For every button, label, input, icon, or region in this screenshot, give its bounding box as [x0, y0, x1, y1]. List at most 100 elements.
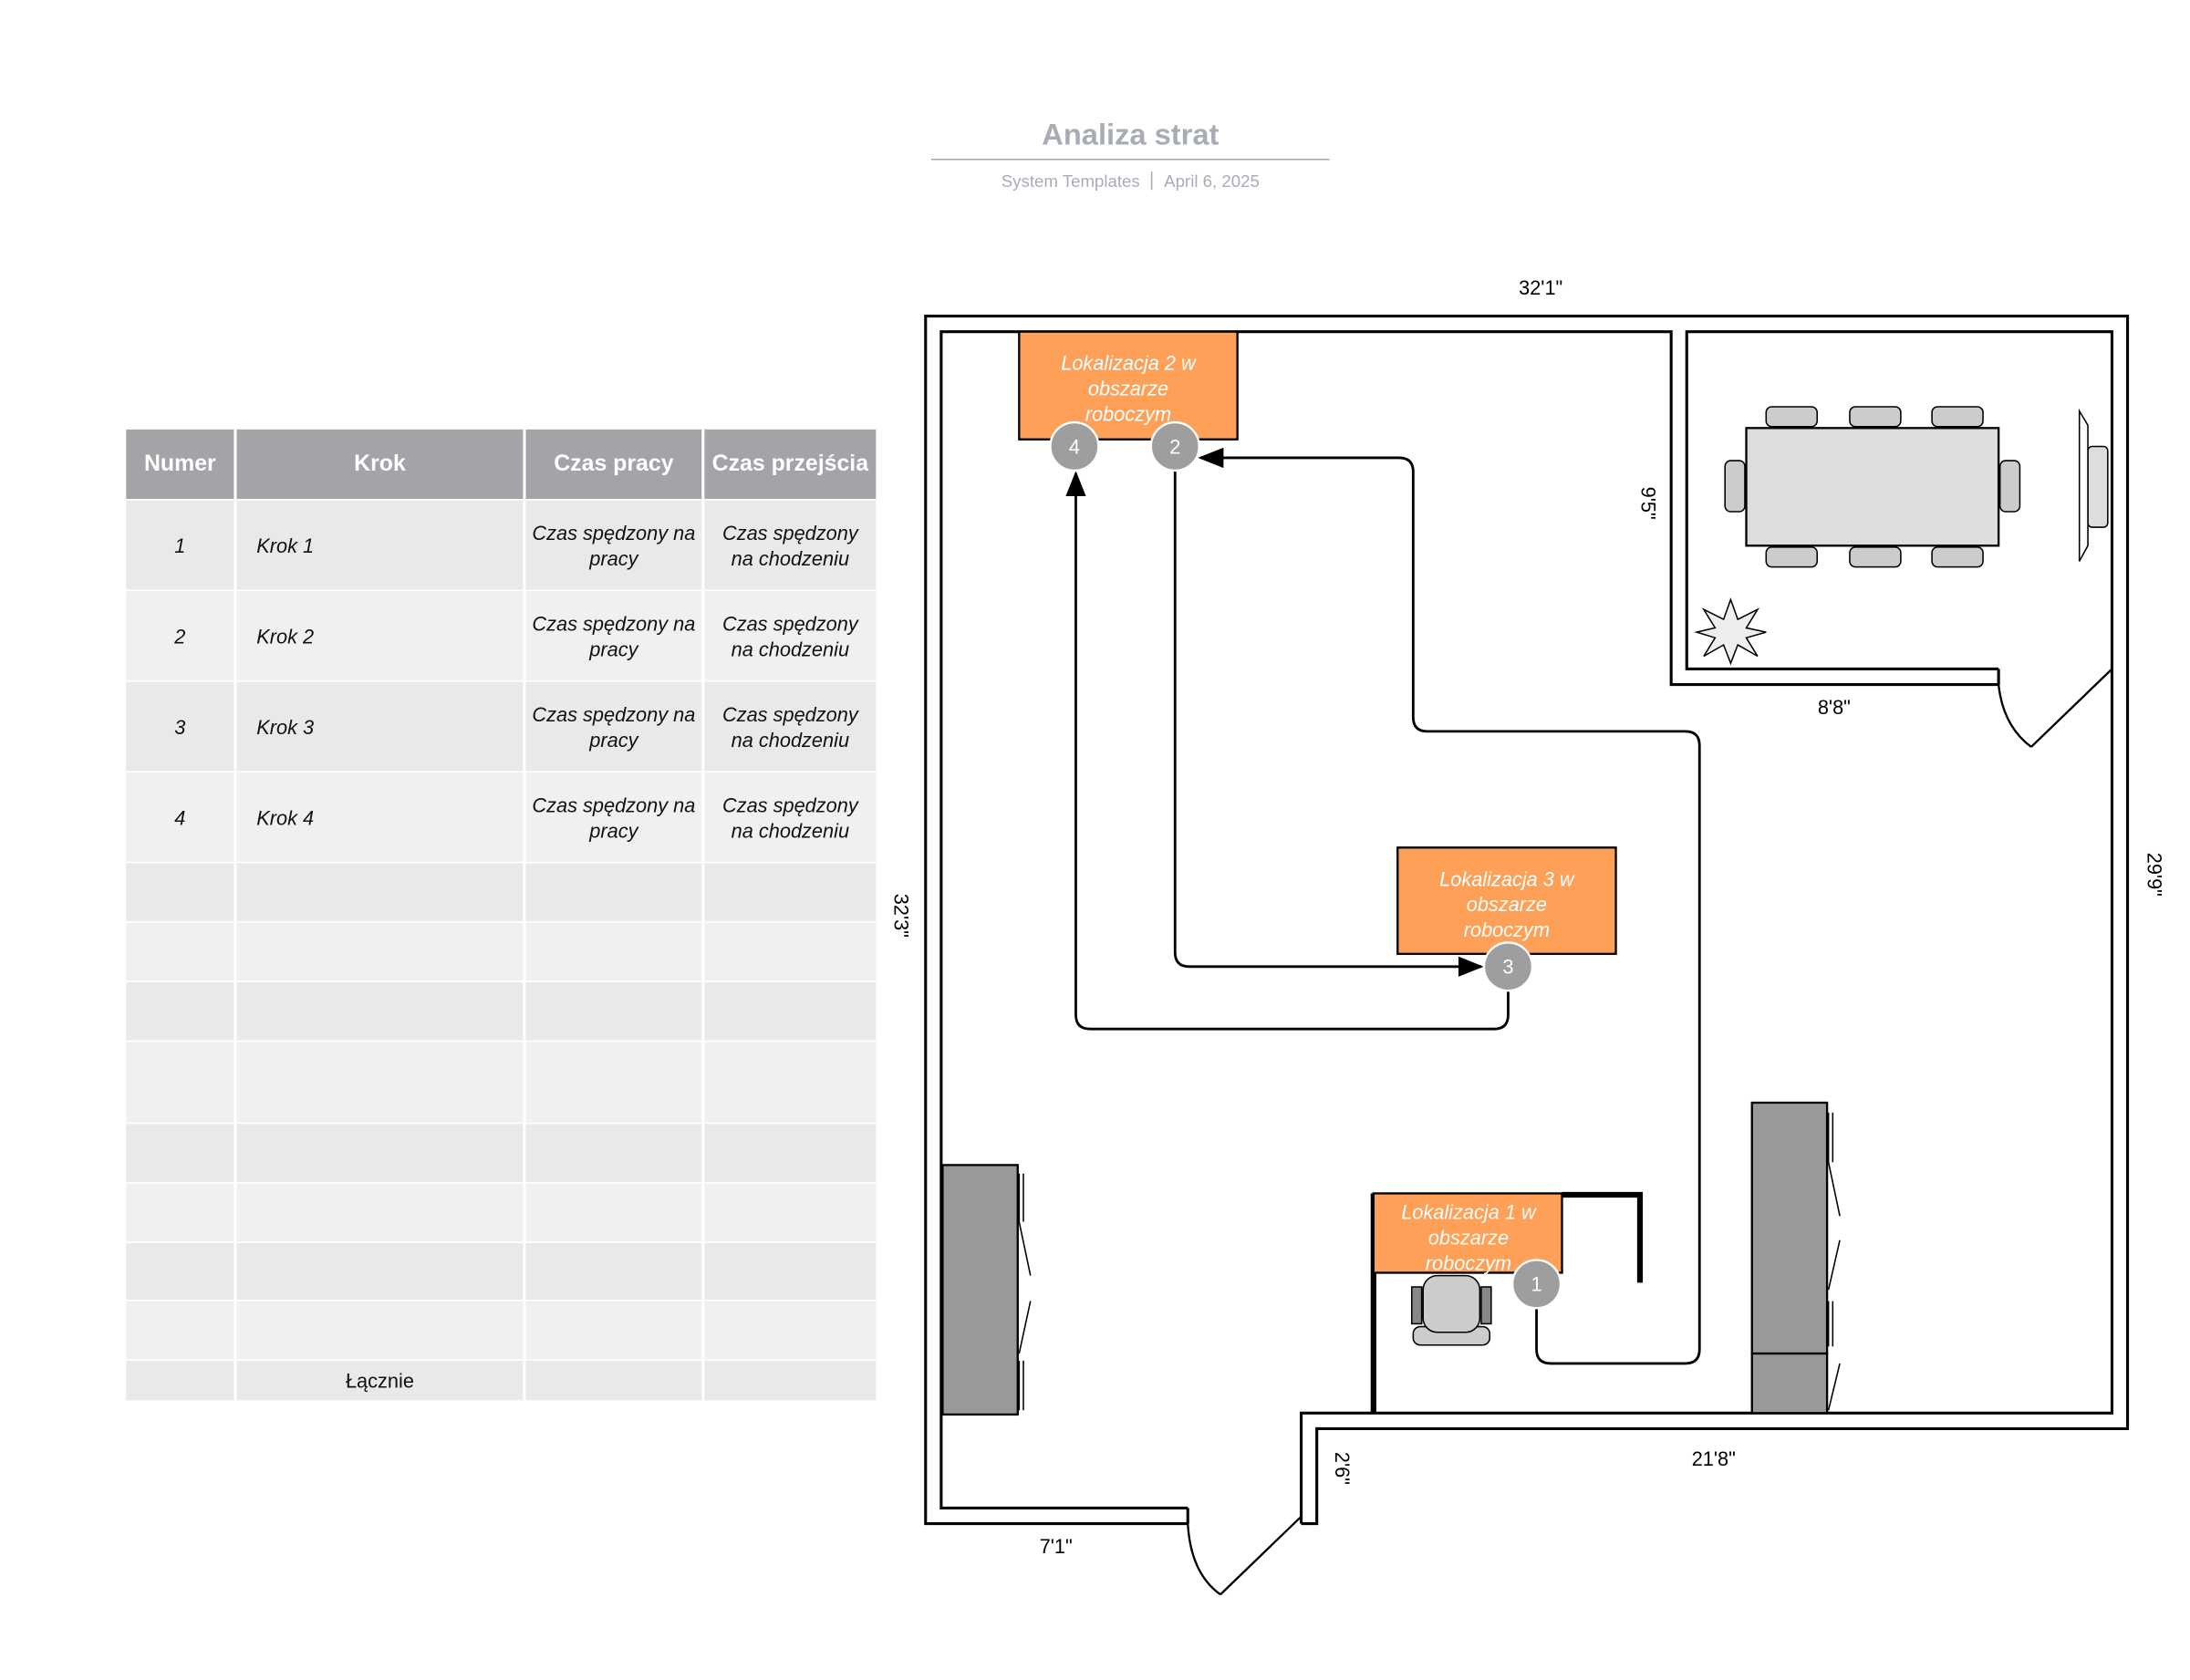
- dim-conf-width: 8'8": [1818, 696, 1851, 719]
- total-row: Łącznie: [126, 1359, 879, 1400]
- total-cell: [524, 1359, 705, 1400]
- cell-numer: 4: [126, 771, 237, 863]
- cell-krok: [234, 861, 526, 922]
- location-3-label: Lokalizacja 3 w: [1439, 867, 1575, 890]
- col-header-krok: Krok: [234, 429, 526, 500]
- marker-3: 3: [1482, 941, 1534, 992]
- table-row: [126, 1182, 879, 1243]
- cabinet-right-bottom: [1750, 1352, 1829, 1415]
- tv-screen: [2078, 408, 2109, 562]
- cell-czas-pracy: Czas spędzony na pracy: [524, 499, 705, 591]
- table-row: [126, 1122, 879, 1183]
- cell-czas-pracy: [524, 980, 705, 1042]
- marker-2: 2: [1149, 420, 1200, 472]
- dim-top: 32'1": [1519, 276, 1562, 299]
- page-subtitle: System Templates April 6, 2025: [931, 171, 1330, 192]
- door-entrance: [1187, 1515, 1303, 1596]
- cell-czas-przejscia: Czas spędzony na chodzeniu: [702, 679, 879, 773]
- table-row: [126, 1040, 879, 1124]
- col-header-czas-pracy: Czas pracy: [524, 429, 705, 500]
- locations: Lokalizacja 2 w obszarze roboczym Lokali…: [1018, 330, 1617, 1274]
- cell-czas-przejscia: [702, 1241, 879, 1301]
- door-conference: [1997, 668, 2113, 748]
- svg-text:2: 2: [1169, 435, 1180, 458]
- plant-icon: [1694, 597, 1767, 666]
- cell-czas-przejscia: [702, 861, 879, 922]
- path-2-to-3: [1173, 470, 1484, 978]
- total-label: Łącznie: [234, 1359, 526, 1400]
- cell-czas-przejscia: [702, 1300, 879, 1361]
- furniture: [941, 406, 2109, 1416]
- source-label: System Templates: [1001, 171, 1140, 192]
- cell-krok: [234, 1122, 526, 1183]
- svg-text:4: 4: [1069, 435, 1080, 458]
- date-label: April 6, 2025: [1164, 171, 1260, 192]
- page-title: Analiza strat: [1042, 119, 1220, 152]
- location-1: Lokalizacja 1 w obszarze roboczym: [1372, 1192, 1563, 1274]
- cell-czas-przejscia: Czas spędzony na chodzeniu: [702, 589, 879, 681]
- total-cell: [126, 1359, 237, 1400]
- cabinet-left: [941, 1164, 1019, 1416]
- flow-paths: [1065, 447, 1701, 1365]
- path-3-to-4: [1065, 471, 1510, 1031]
- cell-krok: Krok 2: [234, 589, 526, 681]
- cell-czas-pracy: Czas spędzony na pracy: [524, 771, 705, 863]
- location-3: Lokalizacja 3 w obszarze roboczym: [1396, 846, 1617, 956]
- table-row: [126, 1241, 879, 1301]
- cell-numer: [126, 1122, 237, 1183]
- table-row: [126, 921, 879, 982]
- table-row: [126, 980, 879, 1042]
- cell-numer: [126, 1241, 237, 1301]
- table-header-row: Numer Krok Czas pracy Czas przejścia: [126, 429, 879, 500]
- cell-krok: Krok 4: [234, 771, 526, 863]
- conference-room-wall: [1685, 330, 2114, 671]
- cell-krok: Krok 3: [234, 679, 526, 773]
- cell-numer: [126, 861, 237, 922]
- cell-krok: Krok 1: [234, 499, 526, 591]
- office-chair: [1411, 1274, 1492, 1346]
- location-3-label: roboczym: [1464, 918, 1550, 941]
- cell-numer: [126, 1040, 237, 1124]
- separator: [1151, 171, 1153, 191]
- cell-czas-pracy: [524, 1241, 705, 1301]
- cell-czas-przejscia: [702, 921, 879, 982]
- cubicle-wall-right: [1562, 1191, 1644, 1283]
- cell-numer: [126, 1300, 237, 1361]
- cell-krok: [234, 1182, 526, 1243]
- col-header-czas-przejscia: Czas przejścia: [702, 429, 879, 500]
- cell-numer: [126, 980, 237, 1042]
- cell-czas-pracy: Czas spędzony na pracy: [524, 679, 705, 773]
- dim-conf-height: 9'5": [1637, 487, 1660, 520]
- cell-krok: [234, 980, 526, 1042]
- cell-czas-pracy: [524, 921, 705, 982]
- conference-chairs: [1724, 406, 2021, 568]
- svg-text:1: 1: [1531, 1273, 1541, 1296]
- table-row: [126, 1300, 879, 1361]
- col-header-numer: Numer: [126, 429, 237, 500]
- dimension-labels: 32'1" 9'5" 8'8" 29'9" 32'3" 21'8" 2'6" 7…: [890, 276, 2166, 1558]
- step-markers: 4 2 3 1: [1049, 420, 1562, 1310]
- cell-czas-przejscia: [702, 1122, 879, 1183]
- cell-czas-przejscia: Czas spędzony na chodzeniu: [702, 771, 879, 863]
- svg-text:3: 3: [1502, 956, 1513, 979]
- location-1-label: obszarze: [1428, 1226, 1509, 1249]
- cell-krok: [234, 1300, 526, 1361]
- cell-numer: [126, 1182, 237, 1243]
- cell-czas-pracy: [524, 1040, 705, 1124]
- outer-wall: [924, 314, 2130, 1526]
- cell-numer: 3: [126, 679, 237, 773]
- conference-table: [1745, 427, 2000, 547]
- cell-krok: [234, 921, 526, 982]
- cell-krok: [234, 1040, 526, 1124]
- cabinet-right-top: [1750, 1101, 1829, 1355]
- inner-wall-left: [939, 330, 1999, 1510]
- dim-door-gap: 2'6": [1331, 1452, 1354, 1485]
- cell-czas-przejscia: [702, 980, 879, 1042]
- cell-czas-przejscia: [702, 1182, 879, 1243]
- dim-bottom-left: 7'1": [1040, 1535, 1073, 1558]
